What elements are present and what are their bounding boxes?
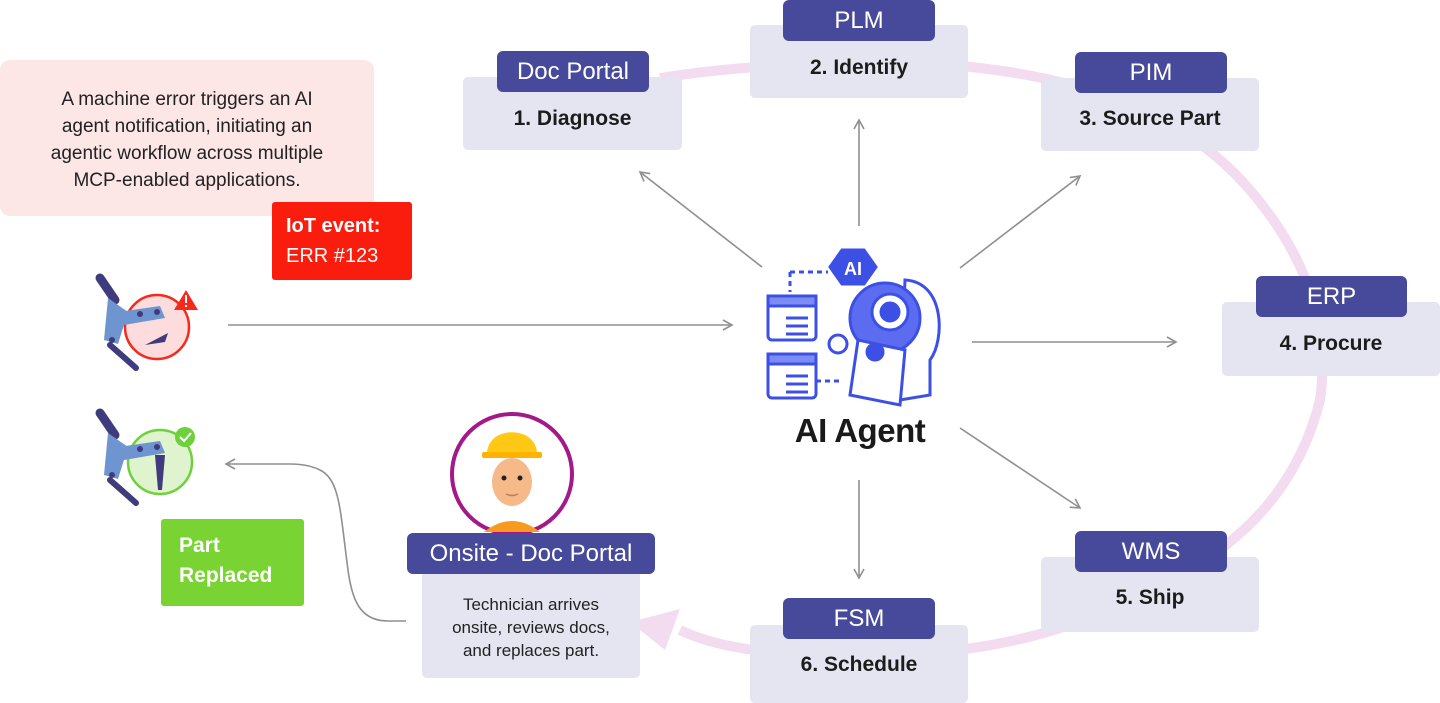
system-tag-plm: PLM bbox=[783, 0, 935, 41]
system-tag-erp: ERP bbox=[1256, 276, 1407, 317]
step-label: 3. Source Part bbox=[1079, 107, 1221, 130]
check-icon bbox=[175, 427, 195, 447]
system-tag-wms: WMS bbox=[1075, 531, 1227, 572]
step-label: 1. Diagnose bbox=[513, 107, 632, 130]
robot-arm-error-icon bbox=[95, 273, 191, 371]
arrow-to-source bbox=[959, 174, 1082, 269]
intro-note: A machine error triggers an AI agent not… bbox=[0, 60, 374, 216]
cycle-arrowhead bbox=[630, 609, 680, 650]
system-tag-onsite-doc-portal: Onsite - Doc Portal bbox=[407, 533, 655, 574]
ai-agent-title: AI Agent bbox=[794, 412, 926, 449]
step-label: 4. Procure bbox=[1279, 332, 1383, 355]
warning-icon bbox=[174, 290, 198, 310]
step-label: 5. Ship bbox=[1115, 586, 1185, 609]
iot-event-badge: IoT event: ERR #123 bbox=[272, 202, 412, 280]
part-replaced-line: Replaced bbox=[179, 564, 273, 587]
technician-avatar-icon bbox=[450, 412, 574, 536]
ai-agent-robot-icon bbox=[766, 248, 941, 407]
iot-event-code: ERR #123 bbox=[286, 245, 379, 267]
part-replaced-badge: Part Replaced bbox=[161, 519, 304, 606]
intro-line: MCP-enabled applications. bbox=[73, 170, 301, 191]
step-label: 6. Schedule bbox=[800, 653, 918, 676]
ai-badge-text: AI bbox=[844, 259, 862, 279]
part-replaced-line: Part bbox=[179, 534, 220, 557]
system-tag-fsm: FSM bbox=[783, 598, 935, 639]
intro-line: A machine error triggers an AI bbox=[61, 89, 313, 110]
arrow-to-ship bbox=[959, 427, 1082, 509]
intro-line: agentic workflow across multiple bbox=[50, 143, 324, 164]
arrow-onsite-to-machine bbox=[224, 458, 406, 622]
robot-arm-ok-icon bbox=[95, 408, 194, 506]
system-tag-doc-portal: Doc Portal bbox=[497, 51, 649, 92]
onsite-line: onsite, reviews docs, bbox=[452, 618, 610, 637]
arrow-to-diagnose bbox=[638, 170, 763, 268]
onsite-line: and replaces part. bbox=[462, 641, 600, 660]
onsite-line: Technician arrives bbox=[462, 595, 600, 614]
step-label: 2. Identify bbox=[809, 56, 909, 79]
iot-event-label: IoT event: bbox=[286, 215, 381, 237]
system-tag-pim: PIM bbox=[1075, 52, 1227, 93]
intro-line: agent notification, initiating an bbox=[61, 116, 313, 137]
onsite-description: Technician arrives onsite, reviews docs,… bbox=[422, 593, 640, 662]
